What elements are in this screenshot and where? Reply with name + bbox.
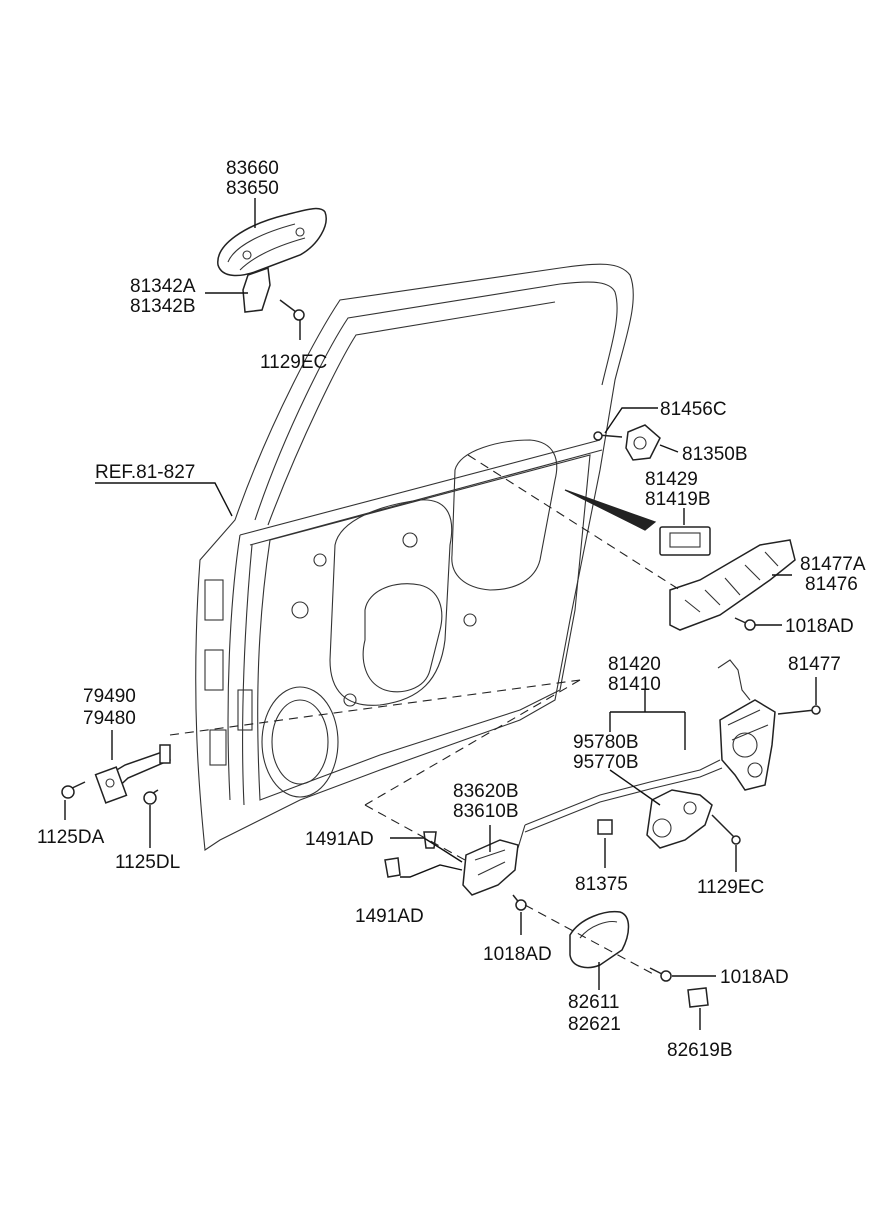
label-81476: 81476: [805, 574, 858, 595]
label-81375: 81375: [575, 874, 628, 895]
label-83610b: 83610B: [453, 801, 519, 822]
outside-handle: [217, 207, 327, 321]
label-1018ad-b: 1018AD: [483, 944, 552, 965]
part-labels: 83660 83650 81342A 81342B 1129EC REF.81-…: [37, 158, 866, 1061]
label-81419b: 81419B: [645, 489, 711, 510]
label-79480: 79480: [83, 708, 136, 729]
label-1491ad-b: 1491AD: [355, 906, 424, 927]
label-81477a: 81477A: [800, 554, 866, 575]
label-81342b: 81342B: [130, 296, 196, 317]
assembly-lines: [169, 454, 681, 976]
inside-handle: [462, 839, 519, 896]
label-81342a: 81342A: [130, 276, 196, 297]
label-1125dl: 1125DL: [115, 852, 180, 873]
striker-assembly: [593, 424, 661, 461]
label-83660: 83660: [226, 158, 279, 179]
label-81477: 81477: [788, 654, 841, 675]
inner-cover: [669, 539, 796, 631]
label-81350b: 81350B: [682, 444, 748, 465]
label-83650: 83650: [226, 178, 279, 199]
label-82619b: 82619B: [667, 1040, 733, 1061]
leader-lines: [64, 198, 817, 1030]
label-79490: 79490: [83, 686, 136, 707]
handle-bezel: [569, 910, 630, 969]
door-panel: [195, 263, 634, 851]
lock-plate: [564, 489, 711, 556]
door-checker: [94, 744, 171, 804]
label-1018ad-c: 1018AD: [720, 967, 789, 988]
label-81410: 81410: [608, 674, 661, 695]
label-95780b: 95780B: [573, 732, 639, 753]
label-81420: 81420: [608, 654, 661, 675]
label-1129ec-b: 1129EC: [697, 877, 764, 898]
label-1491ad-a: 1491AD: [305, 829, 374, 850]
label-83620b: 83620B: [453, 781, 519, 802]
rod-clip: [597, 819, 613, 835]
label-82611: 82611: [568, 992, 619, 1013]
label-95770b: 95770B: [573, 752, 639, 773]
door-latch: [717, 659, 776, 791]
label-82621: 82621: [568, 1014, 621, 1035]
label-81456c: 81456C: [660, 399, 727, 420]
label-1129ec-top: 1129EC: [260, 352, 327, 373]
actuator: [646, 789, 713, 849]
label-81429: 81429: [645, 469, 698, 490]
label-1125da: 1125DA: [37, 827, 105, 848]
cap: [687, 987, 709, 1008]
label-ref-81-827: REF.81-827: [95, 462, 195, 483]
label-1018ad-a: 1018AD: [785, 616, 854, 637]
